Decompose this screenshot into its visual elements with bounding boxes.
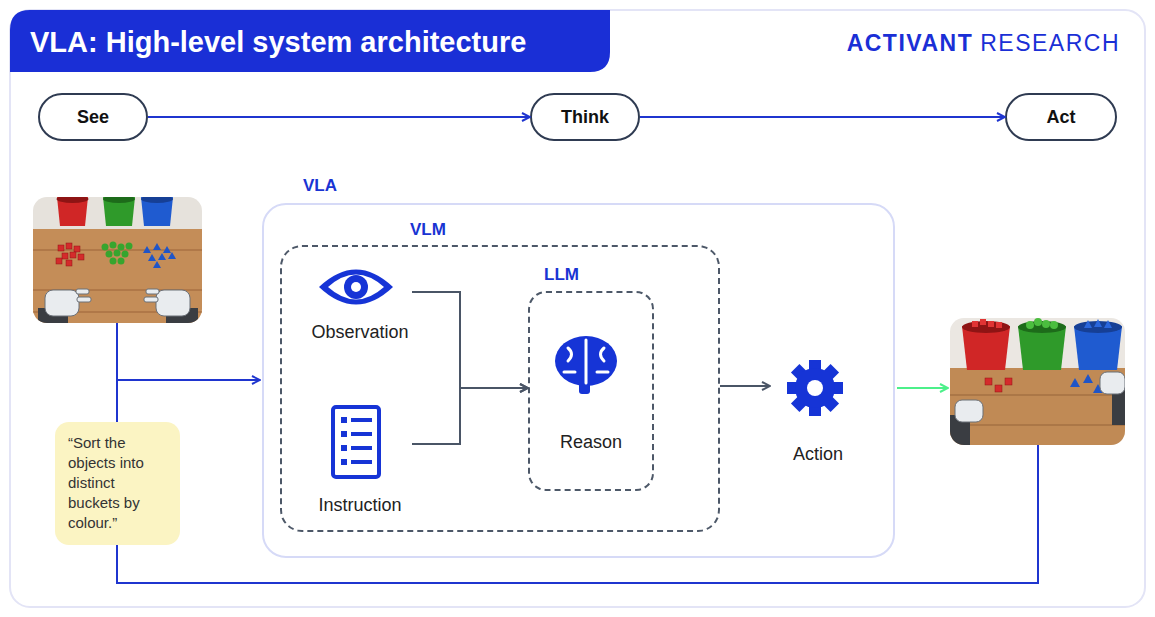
brand-wordmark: ACTIVANTRESEARCH — [847, 30, 1120, 57]
icon-node: Instruction — [308, 409, 412, 519]
brand-label: RESEARCH — [980, 30, 1120, 57]
scene-after — [950, 318, 1125, 445]
system-box: VLAVLMObservationInstructionLLMReasonAct… — [262, 203, 895, 558]
scene-before — [33, 197, 202, 323]
list-icon — [333, 407, 379, 477]
flow-arrow — [148, 116, 530, 118]
brand-label: ACTIVANT — [847, 30, 974, 57]
stage-label: Act — [1046, 107, 1075, 128]
icon-node: Observation — [308, 266, 412, 346]
flow-arrow — [640, 116, 1005, 118]
note-text: “Sort the objects into distinct buckets … — [68, 433, 168, 533]
input-connector — [412, 388, 528, 444]
icon-node: Action — [770, 357, 866, 472]
instruction-note: “Sort the objects into distinct buckets … — [55, 422, 180, 545]
icon-label: Reason — [530, 432, 652, 453]
group-heading: VLA — [303, 176, 337, 196]
dashed-group: LLMReason — [528, 291, 654, 491]
stage-pill: Think — [530, 93, 640, 141]
title-tab — [10, 10, 610, 72]
output-arrow — [897, 387, 948, 389]
stage-pill: Act — [1005, 93, 1117, 141]
page-frame — [10, 10, 1145, 607]
icon-label: Instruction — [308, 495, 412, 516]
stage-label: Think — [561, 107, 609, 128]
gear-icon — [787, 360, 843, 416]
group-heading: VLM — [410, 220, 446, 240]
group-heading: LLM — [544, 265, 579, 285]
stage-pill: See — [38, 93, 148, 141]
stage-label: See — [77, 107, 109, 128]
output-connector — [720, 385, 770, 387]
diagram-title: VLA: High-level system architecture — [30, 25, 526, 59]
icon-label: Observation — [308, 322, 412, 343]
brain-icon — [555, 336, 617, 394]
eye-icon — [319, 270, 393, 305]
icon-label: Action — [770, 444, 866, 465]
input-connector — [412, 292, 528, 388]
